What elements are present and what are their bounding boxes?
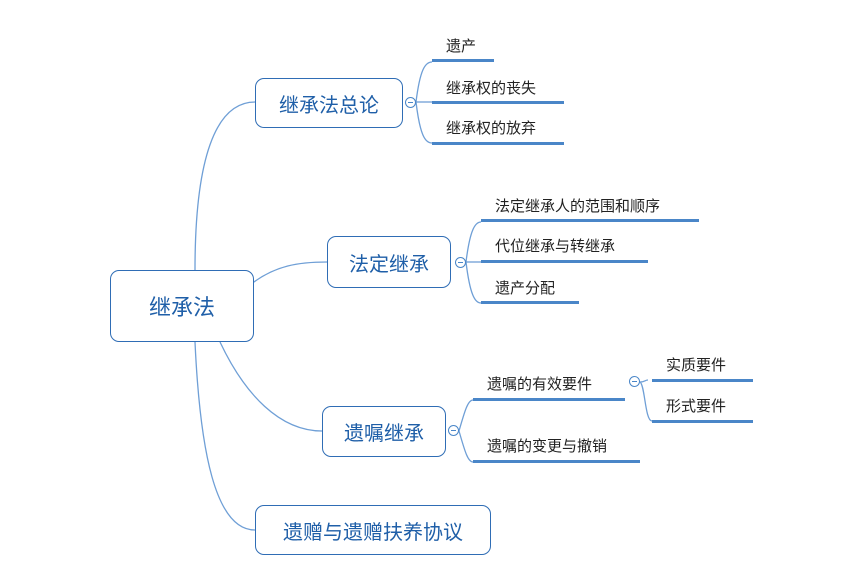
leaf-topic[interactable]: 代位继承与转继承	[481, 236, 648, 263]
collapse-minus-icon[interactable]	[455, 257, 466, 268]
connector-sub-c0	[639, 379, 649, 383]
connector-root-b3	[194, 341, 256, 531]
branch-node-statutory[interactable]: 法定继承	[327, 236, 451, 288]
connector-b0-c0	[415, 61, 433, 103]
collapse-minus-icon[interactable]	[629, 376, 640, 387]
leaf-label: 实质要件	[666, 356, 727, 374]
leaf-topic[interactable]: 遗嘱的变更与撤销	[473, 436, 640, 463]
branch-label: 法定继承	[349, 251, 429, 276]
leaf-label: 遗嘱的有效要件	[487, 375, 593, 393]
connector-sub-c1	[639, 381, 653, 422]
collapse-minus-icon[interactable]	[405, 97, 416, 108]
leaf-topic[interactable]: 遗产分配	[481, 278, 579, 304]
branch-node-testamentary[interactable]: 遗嘱继承	[322, 406, 446, 457]
connector-root-b1	[249, 261, 328, 286]
leaf-label: 法定继承人的范围和顺序	[495, 197, 661, 215]
connector-root-b2	[219, 341, 323, 432]
connector-b2-c1	[458, 430, 474, 463]
leaf-label: 遗嘱的变更与撤销	[487, 437, 608, 455]
branch-label: 遗赠与遗赠扶养协议	[283, 519, 463, 544]
leaf-topic[interactable]: 实质要件	[652, 355, 753, 382]
leaf-topic[interactable]: 法定继承人的范围和顺序	[481, 196, 699, 222]
leaf-label: 遗产分配	[495, 279, 556, 297]
branch-label: 继承法总论	[279, 92, 379, 117]
root-node-label: 继承法	[148, 296, 215, 321]
leaf-label: 遗产	[446, 37, 477, 55]
leaf-topic[interactable]: 形式要件	[652, 396, 753, 423]
branch-node-bequest[interactable]: 遗赠与遗赠扶养协议	[255, 505, 491, 555]
connector-root-b0	[194, 101, 256, 271]
leaf-label: 形式要件	[666, 397, 727, 415]
leaf-topic[interactable]: 继承权的放弃	[432, 118, 564, 145]
leaf-label: 继承权的丧失	[446, 79, 537, 97]
branch-node-general[interactable]: 继承法总论	[255, 78, 403, 128]
branch-label: 遗嘱继承	[344, 421, 424, 445]
leaf-label: 代位继承与转继承	[495, 237, 616, 255]
connector-b0-c2	[415, 101, 433, 144]
connector-b1-c2	[465, 261, 482, 304]
root-node[interactable]: 继承法	[110, 270, 254, 342]
leaf-topic[interactable]: 继承权的丧失	[432, 78, 564, 104]
collapse-minus-icon[interactable]	[448, 425, 459, 436]
connector-b1-c0	[465, 221, 482, 263]
leaf-topic[interactable]: 遗产	[432, 36, 494, 62]
leaf-label: 继承权的放弃	[446, 119, 537, 137]
leaf-topic[interactable]: 遗嘱的有效要件	[473, 374, 625, 401]
connector-b2-c0	[458, 399, 474, 432]
